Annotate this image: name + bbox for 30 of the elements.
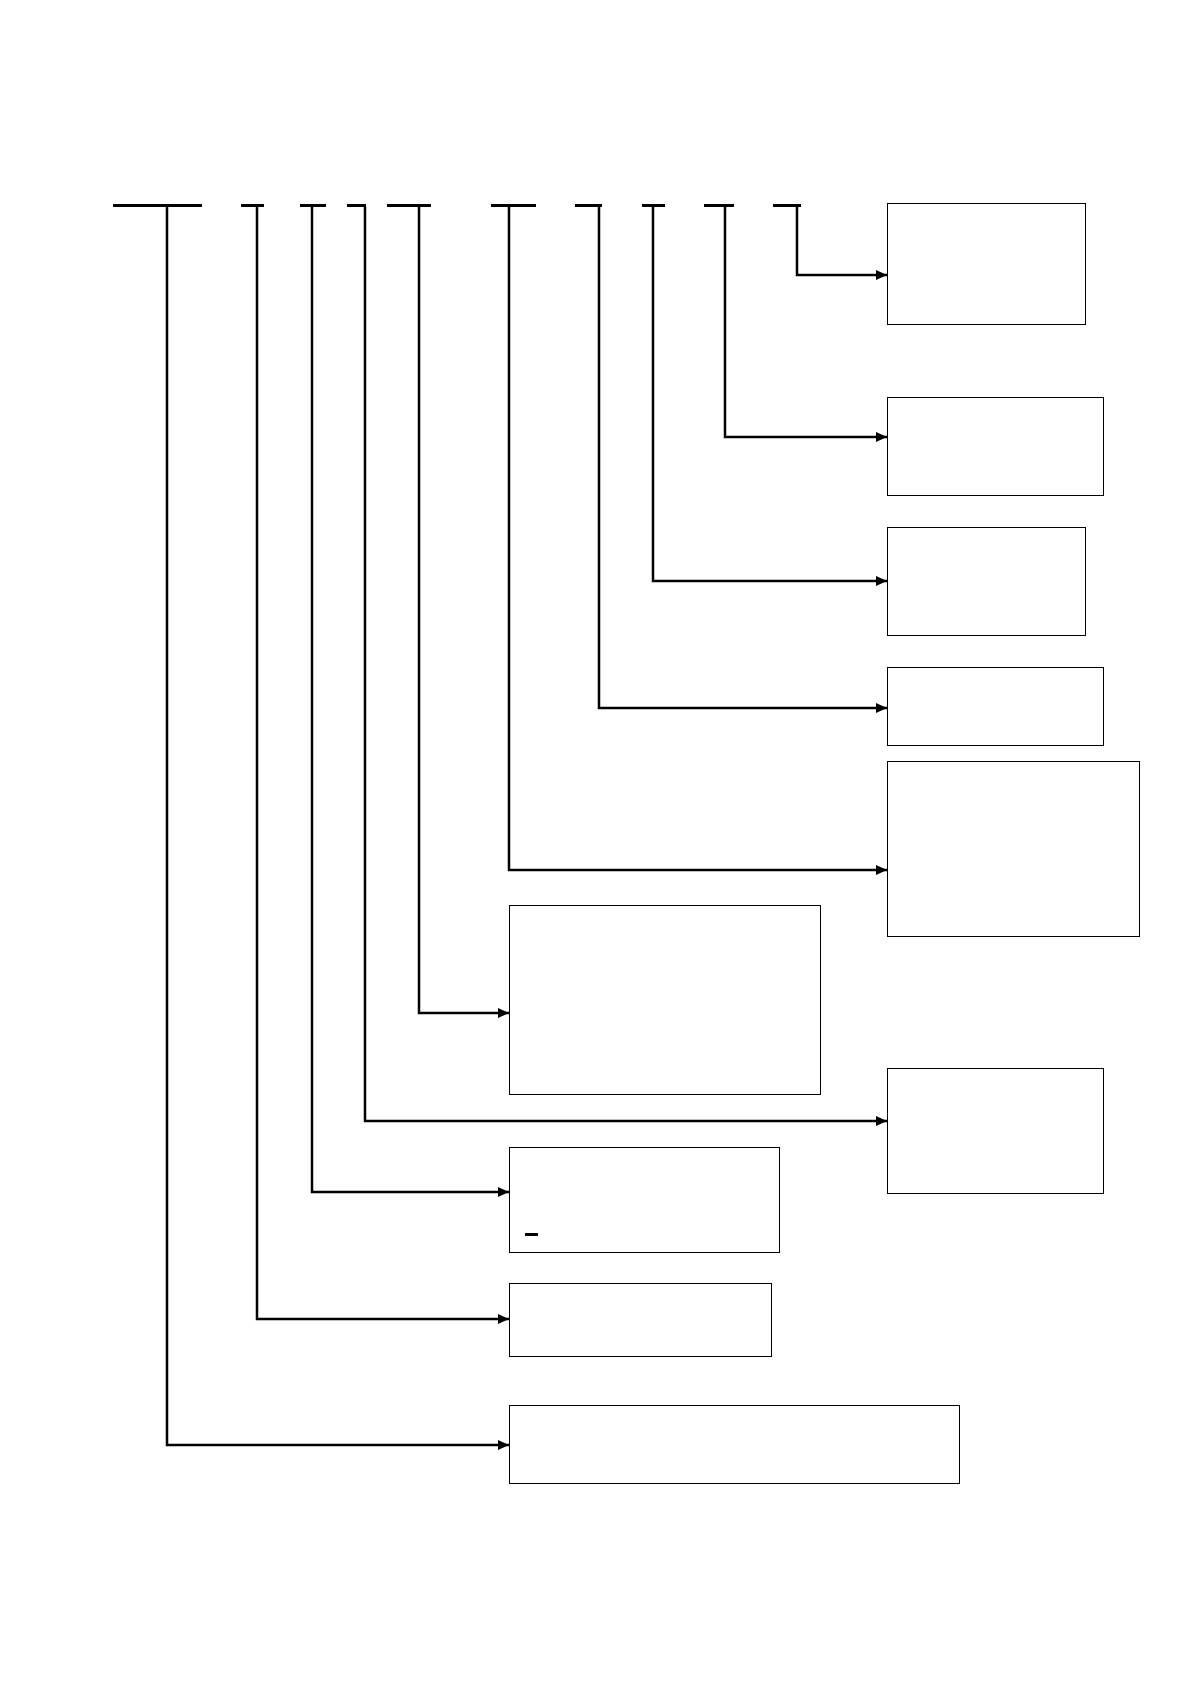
placeholder-line [241, 203, 264, 207]
connector-arrow [363, 206, 887, 1126]
empty-box [509, 1283, 772, 1357]
placeholder-line [300, 203, 326, 207]
placeholder-line [642, 203, 665, 207]
connector-arrow [255, 206, 509, 1324]
placeholder-line [773, 203, 801, 207]
connector-arrow [651, 206, 887, 586]
placeholder-line [704, 203, 734, 207]
placeholder-line [387, 203, 431, 207]
placeholder-line [113, 203, 202, 207]
empty-box [887, 761, 1140, 937]
connector-arrow [795, 206, 887, 280]
empty-box [887, 203, 1086, 325]
connector-arrow [165, 206, 509, 1450]
empty-box [887, 397, 1104, 496]
empty-box [509, 1147, 780, 1253]
empty-box [887, 527, 1086, 636]
connector-arrow [723, 206, 887, 442]
connector-arrow [310, 206, 509, 1197]
empty-box [509, 905, 821, 1095]
placeholder-line [491, 203, 536, 207]
connector-arrow [597, 206, 887, 713]
connector-arrow [417, 206, 509, 1018]
placeholder-line [575, 203, 602, 207]
empty-box [887, 667, 1104, 746]
connector-arrow [507, 206, 887, 875]
empty-box [509, 1405, 960, 1484]
placeholder-line [347, 203, 366, 207]
empty-box [887, 1068, 1104, 1194]
